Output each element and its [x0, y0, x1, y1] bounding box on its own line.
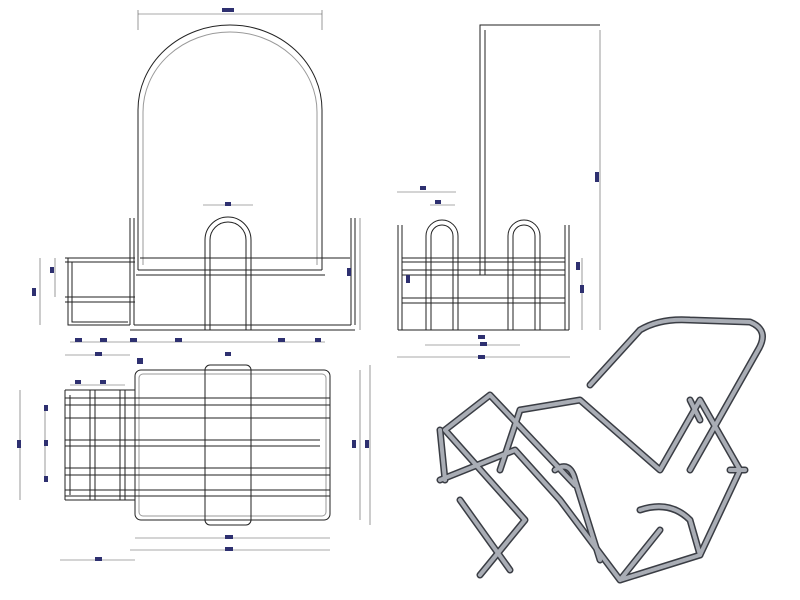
dimension-label [365, 440, 369, 448]
dimension-label [75, 338, 82, 342]
dimension-label [100, 380, 106, 384]
dimension-label [44, 476, 48, 482]
dimension-label [576, 262, 580, 270]
dimension-label [175, 338, 182, 342]
dimension-label [222, 8, 234, 12]
front-view [39, 10, 361, 356]
dimension-label [435, 200, 441, 204]
dimension-label [480, 342, 487, 346]
dimension-label [478, 335, 485, 339]
dimension-label [347, 268, 351, 276]
dimension-labels [17, 8, 599, 561]
dimension-label [95, 557, 102, 561]
dimension-label [478, 355, 485, 359]
dimension-label [130, 338, 137, 342]
dimension-label [315, 338, 321, 342]
dimension-label [32, 288, 36, 296]
dimension-label [225, 547, 233, 551]
dimension-label [50, 267, 54, 273]
dimension-label [100, 338, 107, 342]
dimension-label [137, 358, 143, 364]
dimension-label [580, 285, 584, 293]
dimension-label [352, 440, 356, 448]
dimension-label [95, 352, 102, 356]
dimension-label [225, 535, 233, 539]
isometric-view [436, 316, 766, 584]
dimension-label [44, 405, 48, 411]
dimension-label [420, 186, 426, 190]
side-view [397, 24, 601, 358]
plan-view [19, 364, 371, 561]
dimension-label [225, 352, 231, 356]
dimension-label [278, 338, 285, 342]
dimension-label [406, 275, 410, 283]
dimension-label [75, 380, 81, 384]
dimension-label [225, 202, 231, 206]
dimension-label [44, 440, 48, 446]
dimension-label [17, 440, 21, 448]
dimension-label [595, 172, 599, 182]
